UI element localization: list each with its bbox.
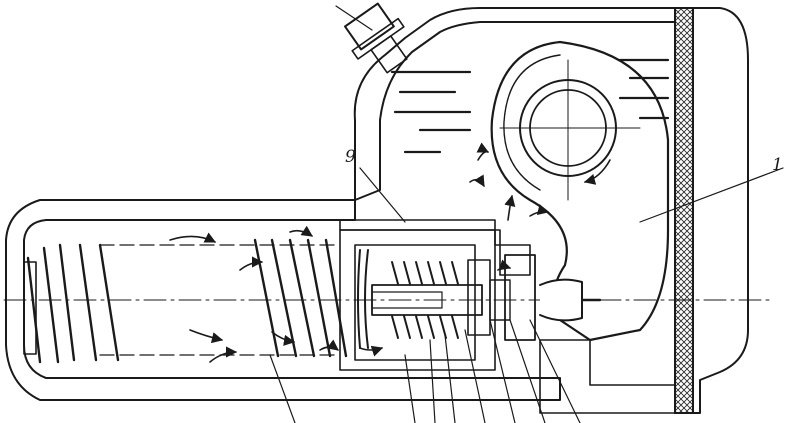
leader-lines xyxy=(269,167,784,423)
drum-icon xyxy=(499,59,641,201)
discharge-arrow xyxy=(539,278,602,322)
outer-flange xyxy=(692,7,749,414)
filler-plug-leader xyxy=(335,5,373,31)
flow-arrow-icon xyxy=(169,142,550,363)
reservoir-wall xyxy=(353,7,676,201)
volute-inner xyxy=(503,54,561,191)
partition-wall xyxy=(339,219,531,276)
end-wall xyxy=(674,7,694,414)
chamber-floor xyxy=(539,339,676,414)
end-plate xyxy=(23,261,37,355)
label-9: 9 xyxy=(345,147,356,167)
filler-plug-icon xyxy=(344,2,408,74)
volute-casing xyxy=(490,40,670,342)
label-1: 1 xyxy=(772,155,783,175)
oil-level xyxy=(390,58,670,154)
cylinder-wall xyxy=(5,199,561,401)
valve-spring-icon xyxy=(391,261,459,339)
housing xyxy=(5,7,749,414)
valve-assembly xyxy=(339,229,536,371)
coil-spring-icon xyxy=(26,238,348,364)
